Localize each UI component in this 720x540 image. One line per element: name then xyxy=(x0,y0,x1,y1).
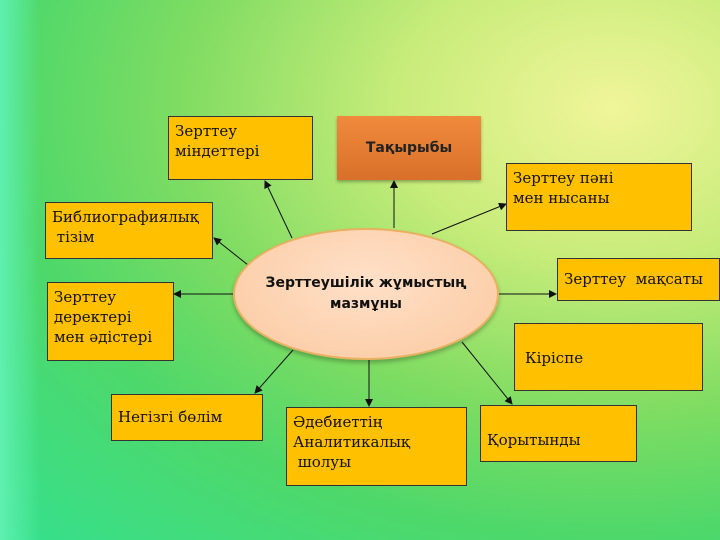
node-intro: Кіріспе xyxy=(514,323,703,391)
arrow-bibliography xyxy=(213,237,249,266)
node-bibliography: Библиографиялық тізім xyxy=(45,202,213,259)
arrow-conclusion xyxy=(461,341,513,405)
arrow-main-part xyxy=(254,349,294,394)
node-subject: Зерттеу пәні мен нысаны xyxy=(506,163,692,231)
arrow-tasks xyxy=(264,180,293,239)
center-topic: Зерттеушілік жұмыстың мазмұны xyxy=(233,228,499,360)
node-goal: Зерттеу мақсаты xyxy=(557,258,720,301)
node-literature: Әдебиеттің Аналитикалық шолуы xyxy=(286,407,467,486)
node-main-part: Негізгі бөлім xyxy=(111,394,263,441)
node-conclusion: Қорытынды xyxy=(480,405,637,462)
arrow-subject xyxy=(431,202,507,235)
node-methods: Зерттеу деректері мен әдістері xyxy=(47,282,174,361)
background-glow xyxy=(0,0,40,540)
node-tasks: Зерттеу міндеттері xyxy=(168,116,313,180)
node-title: Тақырыбы xyxy=(337,116,481,180)
